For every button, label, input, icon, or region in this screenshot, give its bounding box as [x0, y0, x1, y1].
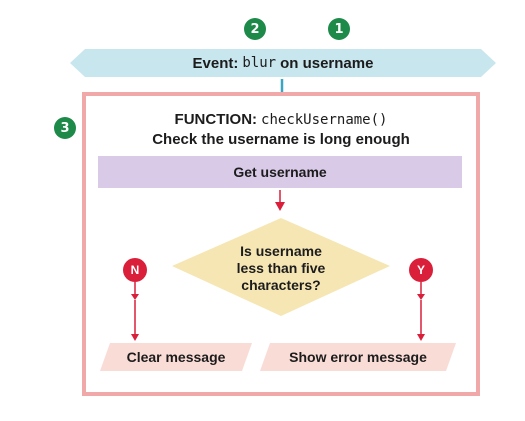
decision-line-2: less than five [236, 260, 326, 276]
yes-branch-arrowhead-2 [417, 334, 425, 341]
decision-line-3: characters? [241, 277, 321, 293]
step-number-badge-3: 3 [54, 117, 76, 139]
get-username-label: Get username [233, 164, 327, 180]
decision-label: Is username less than five characters? [199, 243, 363, 294]
show-error-message-label: Show error message [289, 349, 427, 365]
clear-message-box [100, 343, 252, 371]
event-banner [70, 49, 496, 77]
step-arrowhead [275, 202, 285, 211]
function-keyword: FUNCTION: [174, 111, 258, 128]
error-message-box [260, 343, 456, 371]
clear-message-label: Clear message [126, 349, 226, 365]
no-branch-arrowhead-1 [131, 294, 139, 300]
function-name: checkUsername() [261, 112, 388, 128]
function-title: FUNCTION:checkUsername() Check the usern… [84, 110, 478, 149]
step-number-badge-1: 1 [328, 18, 350, 40]
event-prefix: Event: [192, 54, 239, 72]
no-branch-arrowhead-2 [131, 334, 139, 341]
decision-line-1: Is username [240, 243, 322, 259]
decision-diamond [172, 218, 390, 316]
step-number-badge-2: 2 [244, 18, 266, 40]
get-username-step: Get username [98, 156, 462, 188]
event-code: blur [242, 55, 277, 71]
event-label: Event: blur on username [85, 49, 481, 77]
yes-branch-badge: Y [409, 258, 433, 282]
event-suffix: on username [280, 54, 374, 72]
yes-branch-arrowhead-1 [417, 294, 425, 300]
function-description: Check the username is long enough [152, 131, 410, 148]
no-branch-badge: N [123, 258, 147, 282]
